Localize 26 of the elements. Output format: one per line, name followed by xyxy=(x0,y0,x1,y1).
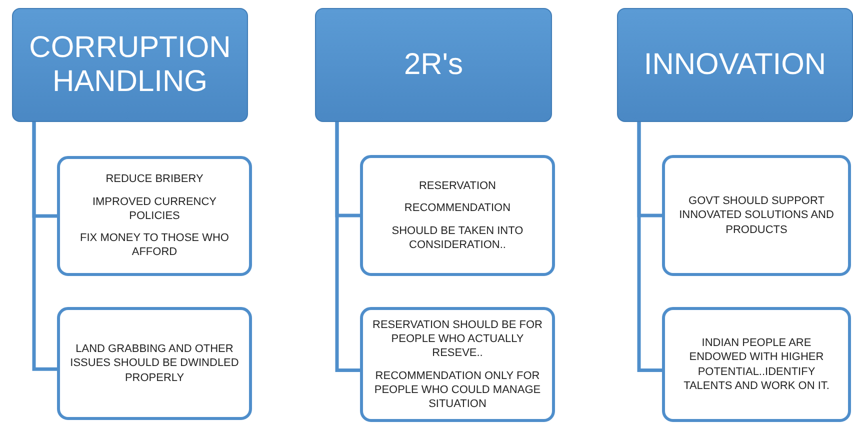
connector-line xyxy=(637,122,662,372)
content-text: RESERVATION SHOULD BE FOR PEOPLE WHO ACTUALLY RESEVE.. xyxy=(372,318,544,360)
content-text: LAND GRABBING AND OTHER ISSUES SHOULD BE DWINDLED PROPERLY xyxy=(69,342,240,385)
content-box xyxy=(57,307,252,420)
content-text: SHOULD BE TAKEN INTO CONSIDERATION.. xyxy=(390,224,524,252)
content-box xyxy=(662,307,851,422)
connector-line xyxy=(32,122,57,371)
content-box xyxy=(662,155,851,276)
content-text: IMPROVED CURRENCY POLICIES xyxy=(91,194,218,224)
header-box xyxy=(315,8,552,122)
content-text: REDUCE BRIBERY xyxy=(106,172,204,187)
content-text: FIX MONEY TO THOSE WHO AFFORD xyxy=(79,231,230,260)
content-text: RESERVATION xyxy=(418,178,496,194)
content-text: RECOMMENDATION xyxy=(404,201,511,216)
content-text: INDIAN PEOPLE ARE ENDOWED WITH HIGHER POTENTIAL..IDENTIFY TALENTS AND WORK ON IT. xyxy=(682,336,830,394)
header-title: INNOVATION xyxy=(644,48,826,82)
content-box xyxy=(57,156,252,276)
content-text: RECOMMENDATION ONLY FOR PEOPLE WHO COULD MANAGE SITUATION xyxy=(373,368,542,412)
header-box xyxy=(617,8,853,122)
connector-line xyxy=(335,122,360,372)
header-title: CORRUPTION HANDLING xyxy=(28,30,232,100)
content-text: GOVT SHOULD SUPPORT INNOVATED SOLUTIONS AND PRODUCTS xyxy=(678,194,835,237)
content-box xyxy=(360,307,555,422)
content-box xyxy=(360,155,555,276)
header-title: 2R's xyxy=(404,48,464,82)
header-box xyxy=(12,8,248,122)
